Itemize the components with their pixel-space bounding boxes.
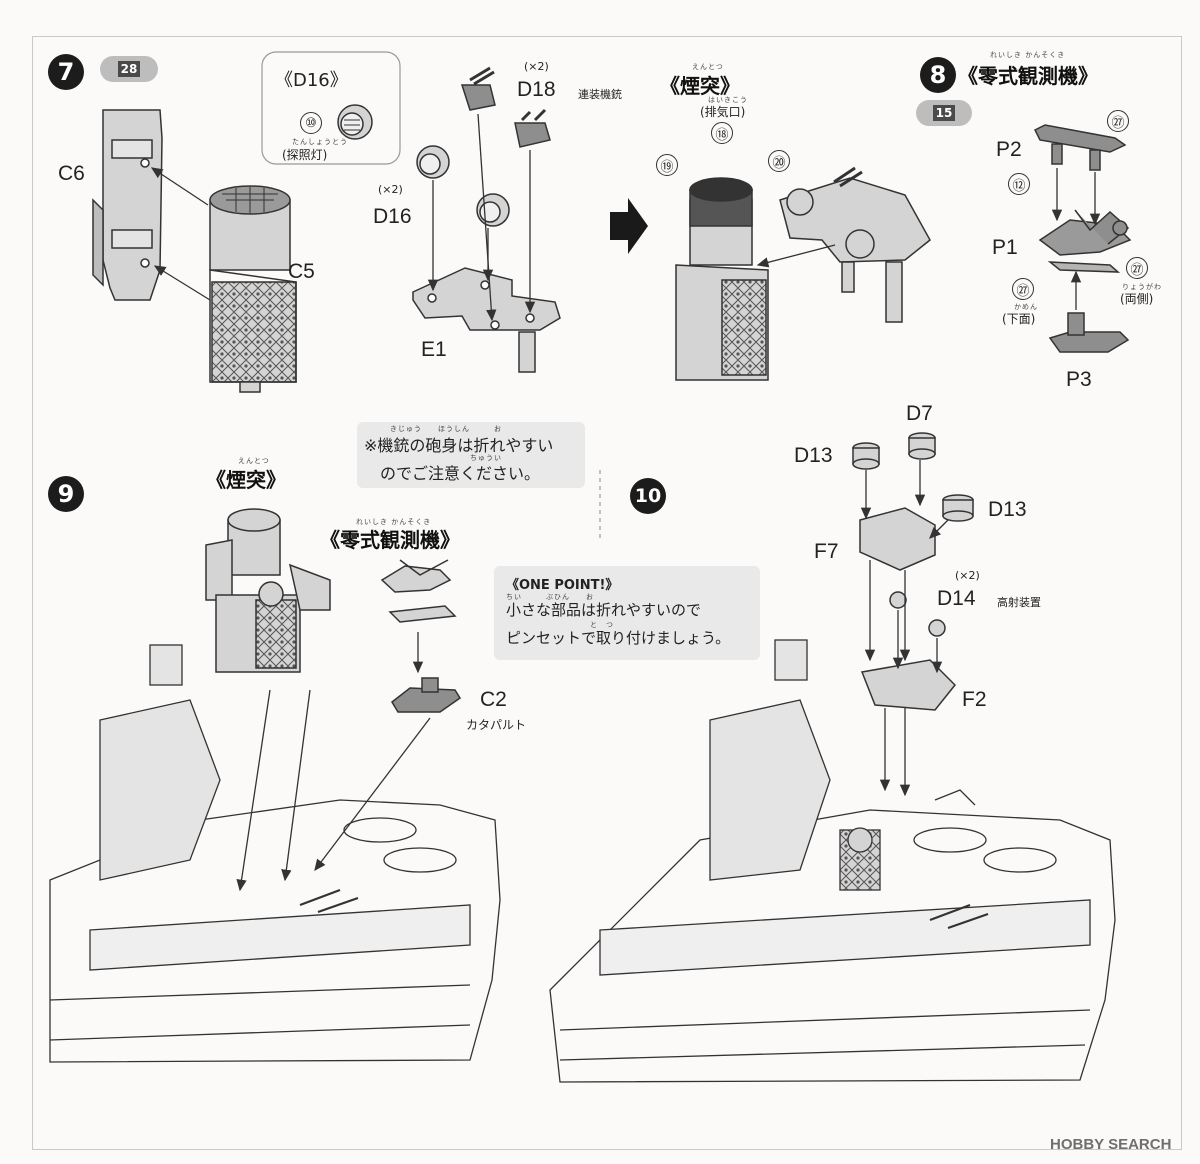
chimney-ruby: えんとつ bbox=[692, 63, 724, 71]
exhaust-label: (排気口) bbox=[700, 105, 746, 119]
c2-desc: カタパルト bbox=[466, 718, 527, 732]
d16-callout-frame bbox=[261, 51, 401, 165]
num-27-top: ㉗ bbox=[1107, 110, 1129, 132]
part-d18-drawing bbox=[460, 66, 551, 148]
one-point-line-1: 小さな部品は折れやすいので bbox=[506, 601, 702, 619]
both-label: (両側) bbox=[1120, 292, 1154, 306]
num-18: ⑱ bbox=[711, 122, 733, 144]
part-d16-drawing bbox=[416, 145, 510, 227]
num-12: ⑫ bbox=[1008, 173, 1030, 195]
one-point-note bbox=[494, 566, 760, 660]
step-8-title-ruby: れいしき かんそくき bbox=[990, 51, 1066, 59]
step-8-page-ref-text: 15 bbox=[932, 105, 956, 121]
warning-line-2: のでご注意ください。 bbox=[380, 464, 541, 483]
step9-plane-title: 《零式観測機》 bbox=[320, 528, 460, 552]
part-c5-drawing bbox=[209, 185, 297, 393]
label-c6: C6 bbox=[58, 162, 85, 185]
step-10-number: 10 bbox=[630, 478, 666, 514]
both-ruby: りょうがわ bbox=[1122, 283, 1162, 291]
one-point-line-2: ピンセットで取り付けましょう。 bbox=[506, 629, 731, 647]
step10-parts-drawing bbox=[852, 432, 974, 711]
step-7-number: 7 bbox=[48, 54, 84, 90]
label-f7: F7 bbox=[814, 540, 839, 563]
num-19: ⑲ bbox=[656, 154, 678, 176]
searchlight-d16-box-drawing bbox=[337, 104, 373, 140]
num-27-right: ㉗ bbox=[1126, 257, 1148, 279]
label-e1: E1 bbox=[421, 338, 447, 361]
d18-qty: (×2) bbox=[524, 60, 549, 73]
step9-plane-ruby: れいしき かんそくき bbox=[356, 518, 432, 526]
warning-ruby-1: きじゅう ほうしん お bbox=[390, 425, 502, 433]
label-f2: F2 bbox=[962, 688, 987, 711]
hobby-search-watermark: HOBBY SEARCH bbox=[1050, 1136, 1172, 1153]
exhaust-ruby: はいきこう bbox=[708, 96, 748, 104]
label-p1: P1 bbox=[992, 236, 1018, 259]
label-d14: D14 bbox=[937, 587, 976, 610]
warning-note bbox=[357, 422, 585, 488]
label-c5: C5 bbox=[288, 260, 315, 283]
warning-ruby-2: ちゅうい bbox=[470, 454, 502, 462]
label-p2: P2 bbox=[996, 138, 1022, 161]
label-d18: D18 bbox=[517, 78, 556, 101]
bottom-ruby: かめん bbox=[1014, 303, 1038, 311]
step-7-page-ref-text: 28 bbox=[117, 61, 141, 77]
funnel-assembled-drawing bbox=[675, 166, 931, 381]
d16-box-num: ⑩ bbox=[300, 112, 322, 134]
d18-desc: 連装機銃 bbox=[578, 88, 622, 101]
label-d7: D7 bbox=[906, 402, 933, 425]
one-point-ruby-1: ちい ぶひん お bbox=[506, 593, 594, 601]
d16-box-ruby: たんしょうとう bbox=[292, 138, 348, 146]
step-8-number: 8 bbox=[920, 57, 956, 93]
num-27-left: ㉗ bbox=[1012, 278, 1034, 300]
part-p1-drawing bbox=[1038, 209, 1132, 273]
step10-ship-drawing bbox=[549, 639, 1116, 1083]
one-point-heading: 《ONE POINT!》 bbox=[506, 578, 619, 593]
step-flow-arrow bbox=[610, 198, 648, 254]
label-d13-left: D13 bbox=[794, 444, 833, 467]
step9-chimney-title: 《煙突》 bbox=[206, 468, 286, 492]
step-8-page-ref: 15 bbox=[916, 100, 972, 126]
label-d13-right: D13 bbox=[988, 498, 1027, 521]
step9-funnel-drawing bbox=[205, 508, 331, 673]
d14-desc: 高射装置 bbox=[997, 596, 1041, 609]
step9-plane-drawing bbox=[380, 559, 457, 623]
step9-catapult-c2-drawing bbox=[391, 677, 462, 713]
part-c6-drawing bbox=[92, 109, 163, 301]
part-p2-drawing bbox=[1033, 124, 1127, 171]
warning-line-1: ※機銃の砲身は折れやすい bbox=[364, 436, 554, 455]
d16-box-title: 《D16》 bbox=[275, 70, 348, 91]
num-20: ⑳ bbox=[768, 150, 790, 172]
part-p3-drawing bbox=[1048, 312, 1130, 353]
d14-qty: (×2) bbox=[955, 569, 980, 582]
bottom-label: (下面) bbox=[1002, 312, 1036, 326]
step-8-title: 《零式観測機》 bbox=[958, 64, 1098, 88]
chimney-title: 《煙突》 bbox=[660, 74, 740, 98]
d16-qty: (×2) bbox=[378, 183, 403, 196]
part-e1-drawing bbox=[412, 267, 561, 373]
d16-box-caption: (探照灯) bbox=[282, 148, 328, 162]
step-7-page-ref: 28 bbox=[100, 56, 158, 82]
step9-ship-drawing bbox=[49, 644, 501, 1063]
step9-chimney-ruby: えんとつ bbox=[238, 457, 270, 465]
label-d16: D16 bbox=[373, 205, 412, 228]
one-point-ruby-2: と つ bbox=[590, 621, 614, 629]
label-c2: C2 bbox=[480, 688, 507, 711]
page-frame bbox=[32, 36, 1182, 1150]
label-p3: P3 bbox=[1066, 368, 1092, 391]
step-9-number: 9 bbox=[48, 476, 84, 512]
